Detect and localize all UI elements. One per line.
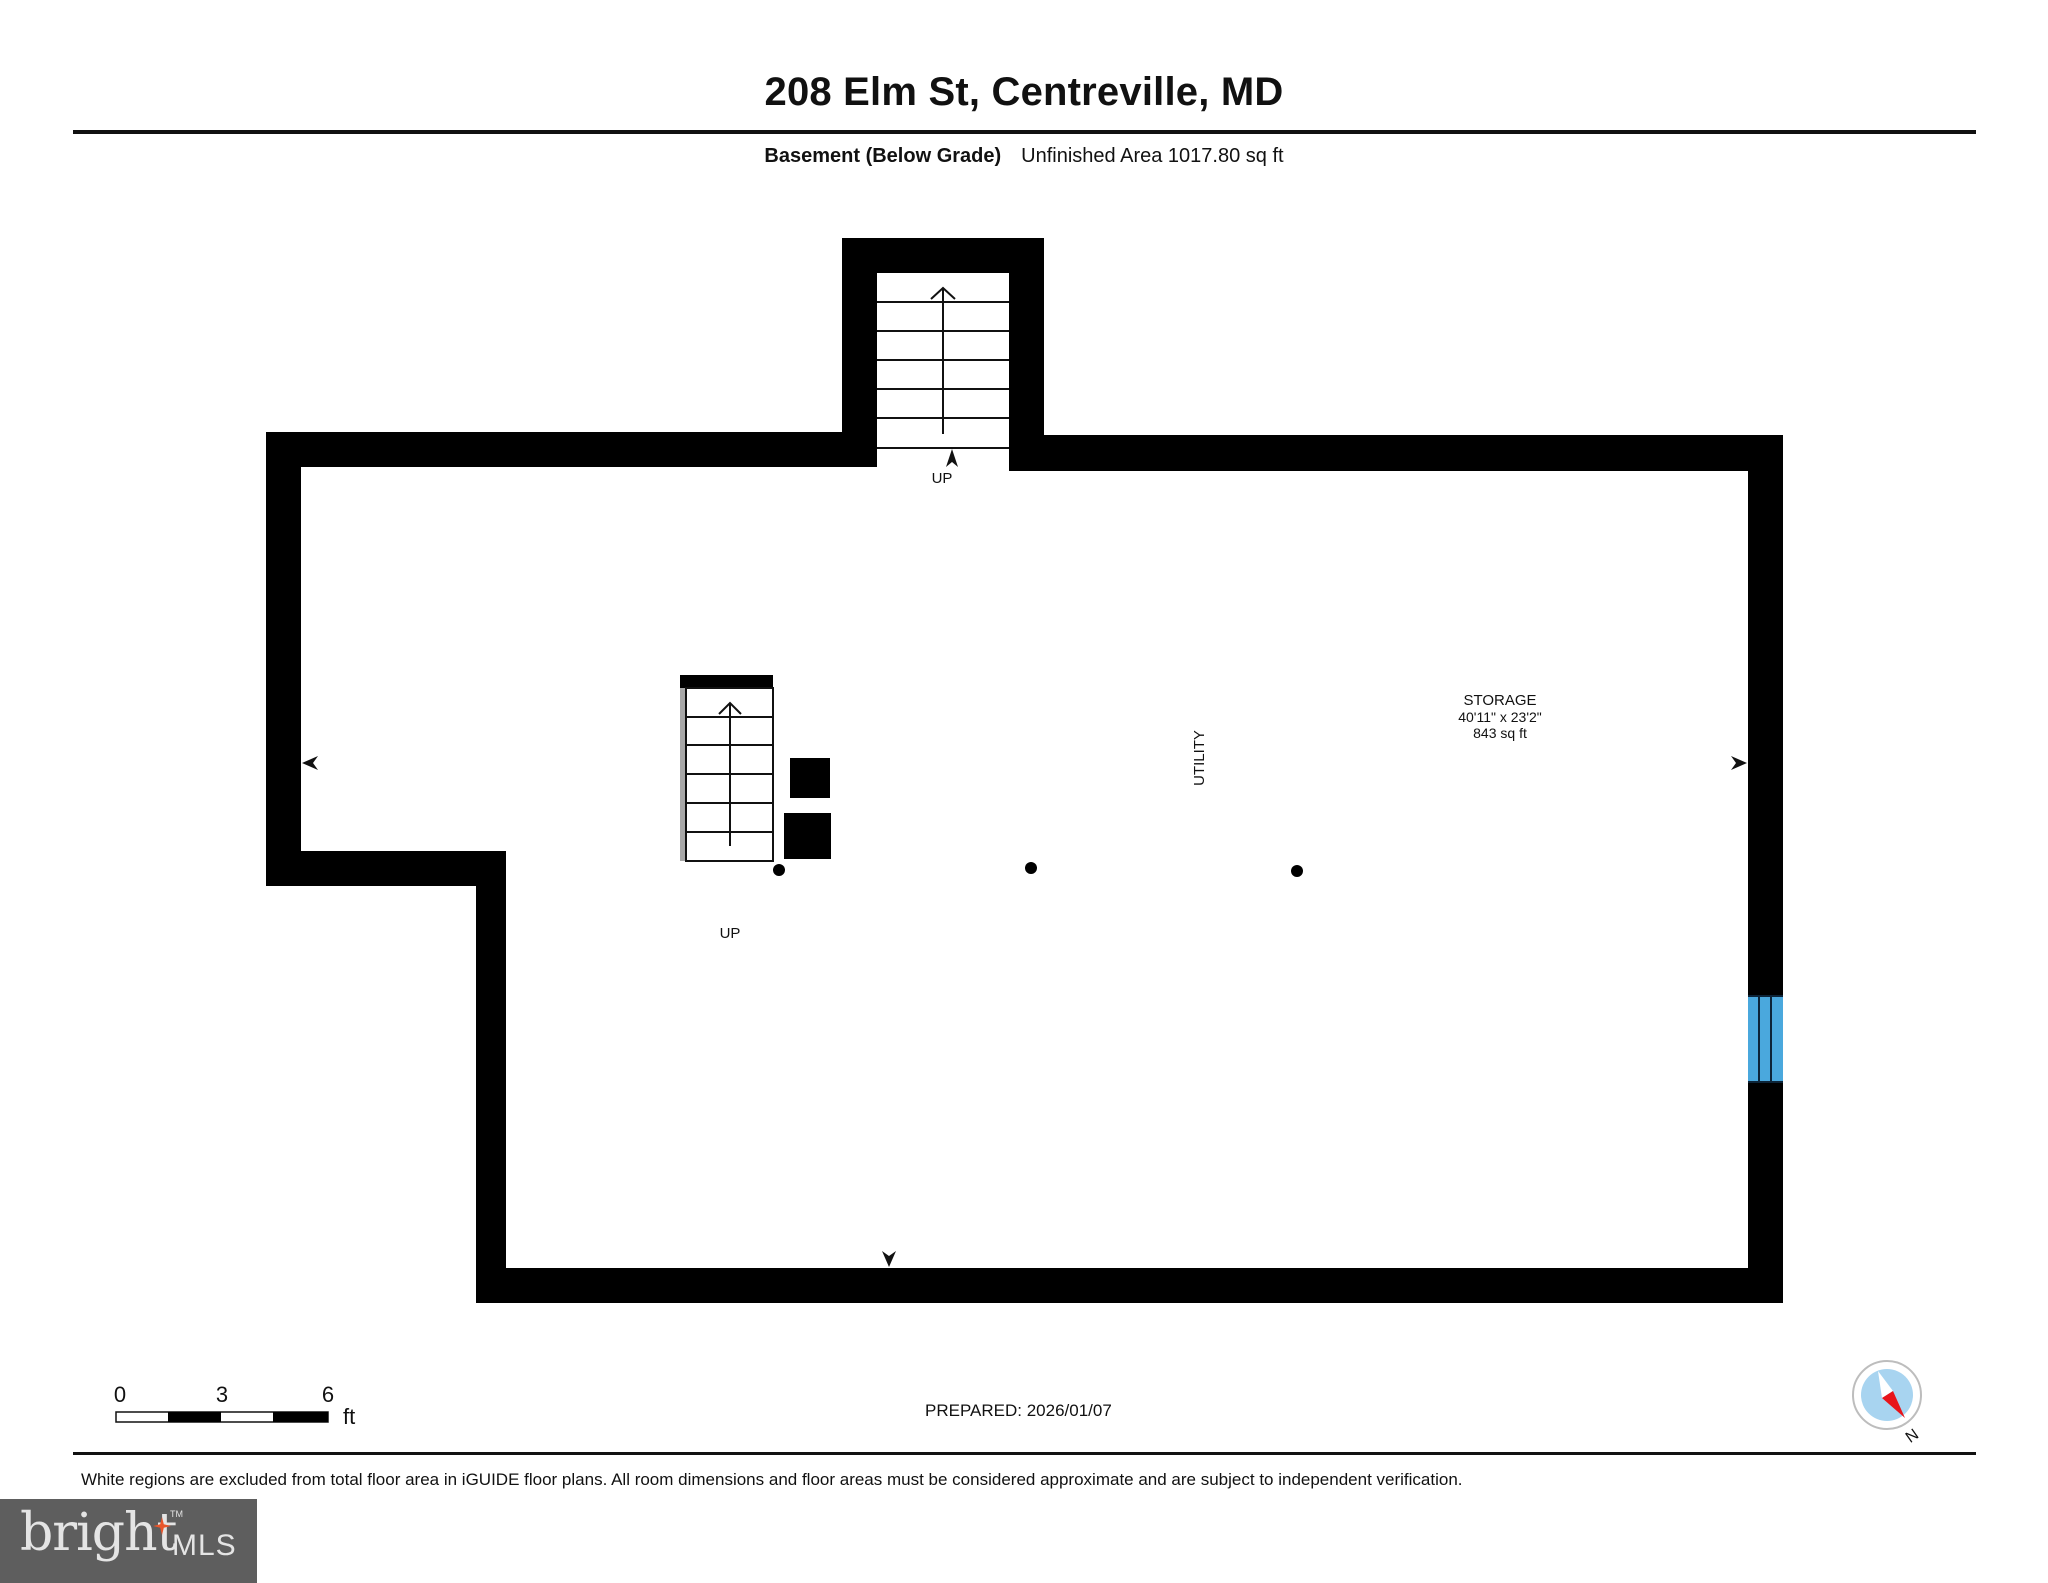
post-2: [1025, 862, 1037, 874]
room-dimensions-storage: 40'11" x 23'2": [1458, 709, 1542, 725]
logo-brand: bright: [20, 1503, 177, 1563]
prepared-date: PREPARED: 2026/01/07: [925, 1401, 1112, 1420]
stair-top: [877, 286, 1009, 449]
area-label: Unfinished Area 1017.80 sq ft: [1021, 145, 1284, 167]
compass-north-label: N: [1903, 1426, 1922, 1447]
header-rule: [73, 130, 1976, 134]
scale-bar: [115, 1411, 329, 1423]
disclaimer-footnote: White regions are excluded from total fl…: [81, 1470, 1463, 1489]
logo-trademark: TM: [170, 1509, 183, 1519]
logo-star-icon: [153, 1517, 171, 1535]
post-3: [1291, 865, 1303, 877]
post-1: [773, 864, 785, 876]
room-label-utility: UTILITY: [1191, 730, 1208, 786]
utility-unit-2: [784, 813, 831, 859]
stair-top-label: UP: [932, 470, 953, 487]
dimension-marker-right-icon: [1731, 756, 1747, 770]
footer-rule: [73, 1452, 1976, 1455]
stair-interior-label: UP: [720, 925, 741, 942]
up-arrow-icon: [946, 449, 958, 467]
scale-tick-0: 0: [114, 1382, 126, 1407]
utility-unit-1: [790, 758, 830, 798]
level-label: Basement (Below Grade): [764, 145, 1002, 167]
stair-interior: [680, 675, 774, 862]
bright-mls-logo: bright TM MLS: [0, 1499, 257, 1583]
page-title: 208 Elm St, Centreville, MD: [764, 70, 1284, 114]
window: [1748, 995, 1783, 1083]
logo-suffix: MLS: [172, 1529, 237, 1562]
scale-unit: ft: [343, 1404, 355, 1429]
walls: [266, 238, 1783, 1303]
level-summary: Basement (Below Grade) Unfinished Area 10…: [0, 145, 2048, 168]
room-area-storage: 843 sq ft: [1473, 725, 1527, 741]
dimension-marker-left-icon: [302, 756, 318, 770]
compass-icon: [1852, 1360, 1922, 1430]
scale-tick-6: 6: [322, 1382, 334, 1407]
room-label-storage: STORAGE: [1463, 692, 1536, 709]
scale-tick-3: 3: [216, 1382, 228, 1407]
dimension-marker-bottom-icon: [882, 1251, 896, 1267]
